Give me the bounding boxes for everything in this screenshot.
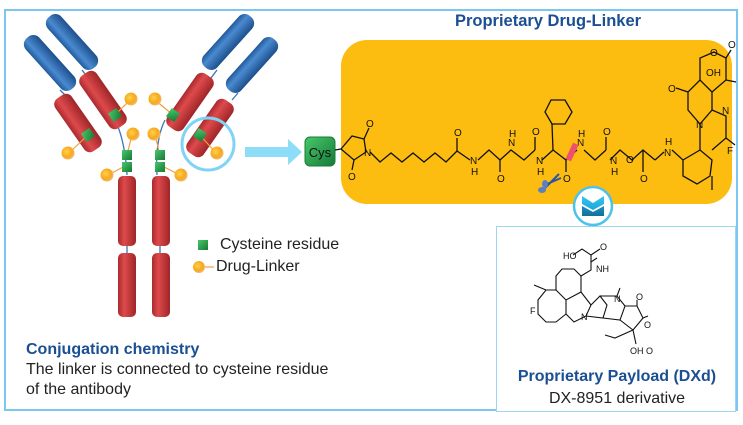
atom-label: H bbox=[578, 129, 585, 140]
atom-label: O bbox=[366, 119, 374, 130]
atom-label: O bbox=[668, 84, 676, 95]
cysteine-square bbox=[166, 108, 180, 122]
drug-linker-dot-icon bbox=[193, 261, 214, 273]
atom-label: O bbox=[348, 172, 356, 183]
antibody bbox=[23, 14, 279, 317]
cysteine-square bbox=[122, 162, 132, 172]
cysteine-square bbox=[193, 128, 207, 142]
fc-ch2-right bbox=[152, 176, 170, 246]
atom-label: N bbox=[470, 156, 477, 167]
linker-panel bbox=[341, 40, 732, 204]
drug-linker-dot bbox=[210, 146, 224, 160]
drug-linker-dot bbox=[174, 168, 188, 182]
drug-linker-dot bbox=[148, 92, 162, 106]
atom-label: N bbox=[696, 120, 703, 131]
drug-linker-dot bbox=[124, 92, 138, 106]
atom-label: O bbox=[454, 128, 462, 139]
heavy-chain-variable-left bbox=[45, 14, 99, 70]
caption-body-line2: of the antibody bbox=[26, 381, 131, 398]
atom-label: H bbox=[471, 167, 478, 178]
scissors-icon bbox=[538, 173, 562, 193]
fc-ch3-right bbox=[152, 253, 170, 317]
cysteine-square bbox=[155, 150, 165, 160]
atom-label: N bbox=[508, 138, 515, 149]
drug-linker-dot bbox=[61, 146, 75, 160]
legend: Cysteine residue Drug-Linker bbox=[193, 234, 339, 278]
drug-linker-dot bbox=[126, 127, 140, 141]
atom-label: O bbox=[640, 174, 648, 185]
cysteine-square bbox=[155, 162, 165, 172]
atom-label: OH bbox=[706, 68, 721, 79]
linker-structure bbox=[334, 49, 737, 190]
cys-box bbox=[304, 136, 336, 167]
atom-label: H bbox=[665, 137, 672, 148]
atom-label: O bbox=[497, 174, 505, 185]
caption-title: Conjugation chemistry bbox=[26, 341, 200, 358]
atom-label: N bbox=[664, 148, 671, 159]
outer-frame bbox=[4, 9, 738, 411]
cys-label: Cys bbox=[309, 145, 332, 160]
payload-title: Proprietary Payload (DXd) bbox=[517, 368, 717, 385]
arrow-right-icon bbox=[245, 139, 302, 165]
atom-label: O bbox=[626, 155, 634, 166]
atom-label: O bbox=[728, 40, 736, 51]
cysteine-square bbox=[122, 150, 132, 160]
atom-label: N bbox=[610, 156, 617, 167]
caption: Conjugation chemistry The linker is conn… bbox=[26, 340, 328, 400]
cysteine-square bbox=[108, 108, 122, 122]
atom-label: O bbox=[532, 127, 540, 138]
atom-label: F bbox=[727, 146, 733, 157]
fc-ch2-left bbox=[118, 176, 136, 246]
atom-label: H bbox=[611, 167, 618, 178]
atom-label: N bbox=[722, 106, 729, 117]
atom-label: H bbox=[537, 167, 544, 178]
heavy-chain-variable-right bbox=[201, 14, 255, 70]
legend-item-cysteine: Cysteine residue bbox=[196, 234, 339, 256]
conjugation-site-highlight bbox=[180, 116, 236, 172]
payload-subtitle: DX-8951 derivative bbox=[548, 390, 686, 407]
atom-label: H bbox=[509, 129, 516, 140]
heavy-chain-constant-right bbox=[166, 72, 214, 132]
atom-label: O bbox=[603, 127, 611, 138]
fc-ch3-left bbox=[118, 253, 136, 317]
linker-atom-labels: O O N O N H O N H O N H O N H O N H O O … bbox=[348, 40, 736, 185]
drug-linker-dot bbox=[100, 168, 114, 182]
atom-label: N bbox=[577, 138, 584, 149]
drug-linker-title: Proprietary Drug-Linker bbox=[454, 12, 642, 30]
light-chain-variable-left-outer bbox=[23, 35, 77, 91]
atom-label: O bbox=[710, 48, 718, 59]
cysteine-residues bbox=[81, 108, 207, 172]
cysteine-square bbox=[81, 128, 95, 142]
drug-linker-dot bbox=[147, 127, 161, 141]
atom-label: O bbox=[563, 174, 571, 185]
atom-label: N bbox=[364, 148, 371, 159]
legend-label: Cysteine residue bbox=[220, 236, 340, 253]
drug-linker-dots bbox=[61, 92, 224, 182]
light-chain-constant-right bbox=[186, 98, 234, 158]
cysteine-square-icon bbox=[198, 240, 208, 250]
light-chain-variable-right-outer bbox=[225, 37, 279, 93]
legend-item-drug-linker: Drug-Linker bbox=[193, 256, 339, 278]
cleavage-site-marker bbox=[565, 142, 579, 162]
caption-body-line1: The linker is connected to cysteine resi… bbox=[26, 361, 329, 378]
atom-label: N bbox=[536, 156, 543, 167]
legend-label: Drug-Linker bbox=[216, 258, 300, 275]
